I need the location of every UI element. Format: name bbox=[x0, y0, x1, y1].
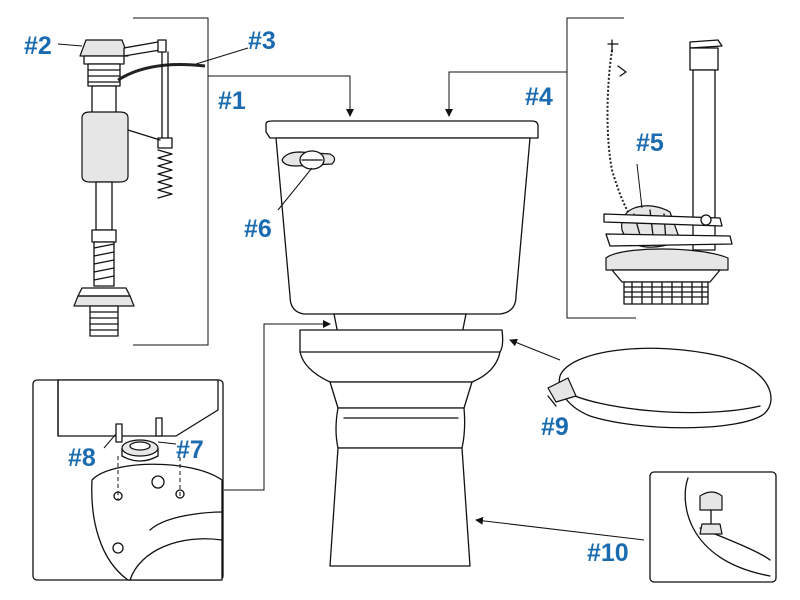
label-part-4: #4 bbox=[525, 83, 553, 111]
fill-valve-cap bbox=[79, 39, 129, 57]
bowl-rim bbox=[299, 329, 504, 383]
seat-bolt-inset bbox=[649, 471, 777, 583]
label-part-1: #1 bbox=[218, 87, 246, 115]
leader-lines bbox=[57, 43, 645, 541]
label-part-6: #6 bbox=[244, 215, 272, 243]
bowl-base bbox=[329, 447, 471, 567]
tank-bolt-inset bbox=[32, 379, 224, 581]
toilet-tank bbox=[265, 120, 539, 315]
label-part-10: #10 bbox=[587, 539, 629, 567]
label-part-9: #9 bbox=[541, 413, 569, 441]
tank-body bbox=[275, 137, 531, 315]
label-part-2: #2 bbox=[24, 32, 52, 60]
toilet-seat bbox=[547, 347, 772, 429]
label-part-3: #3 bbox=[248, 27, 276, 55]
label-part-8: #8 bbox=[68, 444, 96, 472]
refill-tube bbox=[117, 63, 206, 82]
label-part-7: #7 bbox=[176, 436, 204, 464]
toilet-bowl bbox=[299, 313, 504, 567]
flush-valve bbox=[566, 17, 733, 319]
fill-valve bbox=[73, 17, 209, 346]
tank-lid bbox=[265, 120, 539, 139]
label-part-5: #5 bbox=[636, 129, 664, 157]
